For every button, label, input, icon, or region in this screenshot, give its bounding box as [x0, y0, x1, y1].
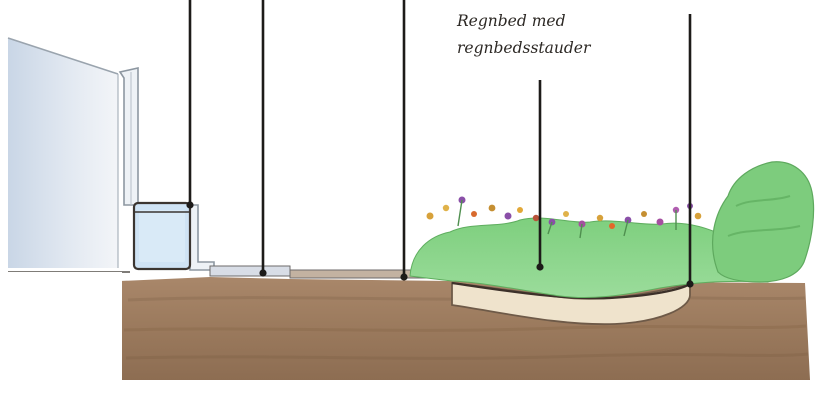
leader-dot-paving: [259, 269, 266, 276]
house-wall: [8, 38, 118, 268]
rain-bed-caption-line2: regnbedsstauder: [457, 35, 657, 62]
leader-dot-lawn: [686, 280, 693, 287]
leader-dot-rain-bed: [536, 263, 543, 270]
rain-bed-caption: Regnbed med regnbedsstauder: [457, 8, 657, 62]
shrub: [713, 162, 814, 282]
rain-bed-caption-line1: Regnbed med: [457, 8, 657, 35]
rain-barrel: [134, 203, 190, 269]
leader-dot-surface: [400, 273, 407, 280]
leader-dot-rain-barrel: [186, 201, 193, 208]
